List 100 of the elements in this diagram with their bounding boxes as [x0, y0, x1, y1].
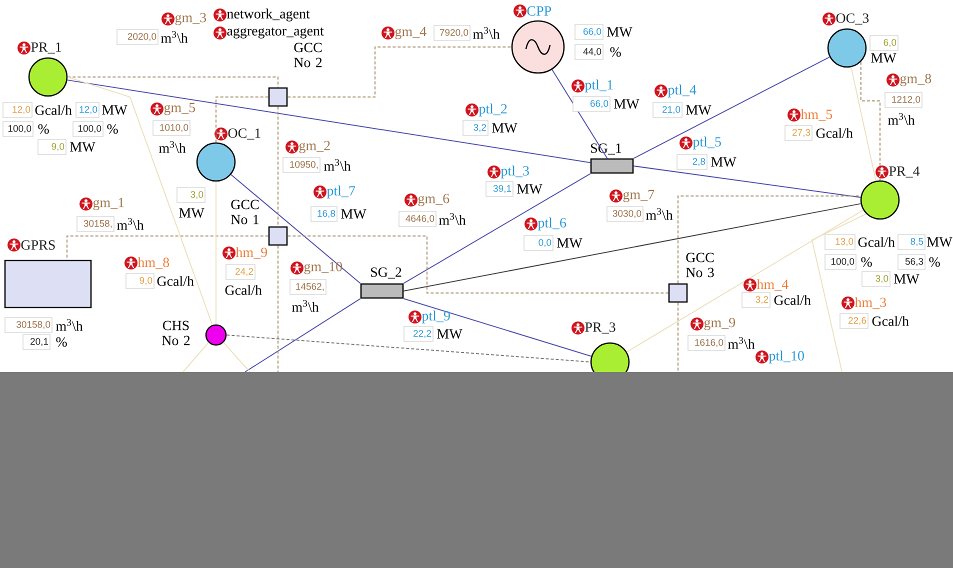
- unit-label: MW: [178, 208, 205, 218]
- connection-line: [230, 174, 361, 284]
- unit-label: Gcal/h: [871, 316, 910, 326]
- agent-name: ptl_3: [500, 166, 529, 178]
- unit-label: Gcal/h: [857, 236, 896, 248]
- connection-line: [223, 342, 250, 372]
- node-label: PR_3: [585, 322, 616, 334]
- node-label: PR_1: [31, 42, 61, 54]
- unit-label: %: [609, 46, 622, 58]
- node-label: OC_3: [836, 13, 869, 25]
- value-box: 12,0: [2, 102, 32, 118]
- connection-line: [403, 203, 862, 292]
- agent-name: gm_8: [900, 74, 932, 86]
- value-box: 16,8: [310, 206, 338, 222]
- value-box: 8,5: [898, 234, 926, 250]
- connection-line: [226, 334, 591, 362]
- agent-name: ptl_9: [422, 310, 450, 324]
- value-box: 3,0: [862, 271, 890, 287]
- unit-label: m$^{3}$\h: [158, 140, 186, 154]
- agent-name: hm_8: [138, 257, 170, 269]
- connection-line: [633, 56, 830, 159]
- agent-name: ptl_1: [584, 80, 613, 92]
- value-box: 10950,: [282, 157, 320, 173]
- unit-label: m$^{3}$\h: [472, 26, 500, 40]
- connection-line: [287, 236, 669, 294]
- connection-line: [216, 96, 269, 143]
- node-label: GCC No 1: [231, 200, 259, 224]
- agent-name: gm_4: [395, 26, 426, 40]
- connection-line: [66, 236, 269, 260]
- unit-label: MW: [436, 328, 463, 340]
- legend-label: network_agent: [227, 8, 310, 22]
- value-box: 27,3: [784, 125, 812, 141]
- connection-line: [403, 173, 591, 284]
- value-box: 66,0: [574, 24, 604, 40]
- value-box: 0,0: [524, 235, 554, 251]
- connection-line: [633, 166, 862, 198]
- connection-line: [244, 298, 361, 372]
- agent-name: ptl_10: [768, 350, 804, 364]
- value-box: 9,0: [38, 139, 66, 155]
- connection-line: [67, 76, 213, 326]
- node-label: GCC No 2: [294, 42, 322, 68]
- value-box: 39,1: [486, 181, 514, 197]
- value-box: 9,0: [126, 273, 154, 289]
- value-box: 21,0: [652, 102, 682, 118]
- value-box: 2020,0: [116, 29, 158, 45]
- agent-name: ptl_5: [692, 136, 721, 150]
- value-box: 56,3: [898, 254, 926, 270]
- value-box: 1212,0: [884, 92, 922, 108]
- value-box: 22,6: [840, 313, 868, 329]
- unit-label: Gcal/h: [773, 294, 812, 306]
- node-label: SG_2: [371, 267, 402, 279]
- unit-label: MW: [606, 26, 633, 38]
- value-box: 2,8: [676, 154, 708, 170]
- agent-name: gm_7: [623, 190, 654, 202]
- value-box: 4646,0: [398, 211, 436, 227]
- value-box: 3030,0: [606, 206, 644, 222]
- value-box: 1010,0: [152, 120, 190, 136]
- unit-label: %: [37, 124, 50, 134]
- connection-line: [678, 196, 861, 284]
- value-box: 22,2: [404, 326, 434, 342]
- unit-label: m$^{3}$\h: [323, 158, 352, 172]
- value-box: 6,0: [870, 35, 898, 51]
- unit-label: MW: [710, 156, 737, 168]
- unit-label: MW: [926, 236, 953, 248]
- unit-label: m$^{3}$\h: [887, 112, 916, 126]
- connection-line: [811, 213, 867, 372]
- value-box: 13,0: [824, 234, 856, 250]
- node-label: PR_4: [889, 166, 920, 178]
- agent-name: gm_1: [93, 198, 124, 210]
- connection-line: [860, 61, 880, 181]
- unit-label: %: [928, 256, 941, 268]
- value-box: 100,0: [2, 121, 34, 137]
- agent-name: gm_2: [299, 140, 330, 154]
- value-box: 1616,0: [688, 335, 726, 351]
- value-box: 3,2: [462, 120, 488, 136]
- node-label: GCC No 3: [686, 252, 714, 278]
- agent-name: gm_10: [304, 262, 342, 274]
- unit-label: MW: [491, 122, 518, 134]
- value-box: 30158,0: [4, 317, 52, 333]
- value-box: 12,0: [76, 102, 100, 118]
- agent-name: ptl_4: [668, 84, 696, 98]
- value-box: 66,0: [572, 96, 610, 112]
- unit-label: m$^{3}$\h: [116, 218, 144, 230]
- connection-line: [403, 298, 592, 357]
- agent-name: gm_3: [175, 12, 206, 26]
- value-box: 30158,: [76, 216, 114, 232]
- unit-label: m$^{3}$\h: [727, 336, 756, 350]
- value-box: 24,2: [226, 264, 256, 280]
- agent-name: gm_9: [704, 318, 736, 330]
- unit-label: m$^{3}$\h: [645, 208, 674, 220]
- unit-label: m$^{3}$\h: [55, 318, 84, 332]
- legend-label: aggregator_agent: [227, 28, 324, 38]
- unit-label: %: [860, 256, 873, 268]
- unit-label: MW: [556, 238, 583, 248]
- unit-label: Gcal/h: [815, 128, 854, 138]
- unit-label: MW: [340, 208, 367, 220]
- unit-label: MW: [893, 274, 920, 284]
- connection-line: [287, 46, 512, 98]
- value-box: 7920,0: [434, 25, 470, 41]
- value-box: 44,0: [574, 44, 604, 60]
